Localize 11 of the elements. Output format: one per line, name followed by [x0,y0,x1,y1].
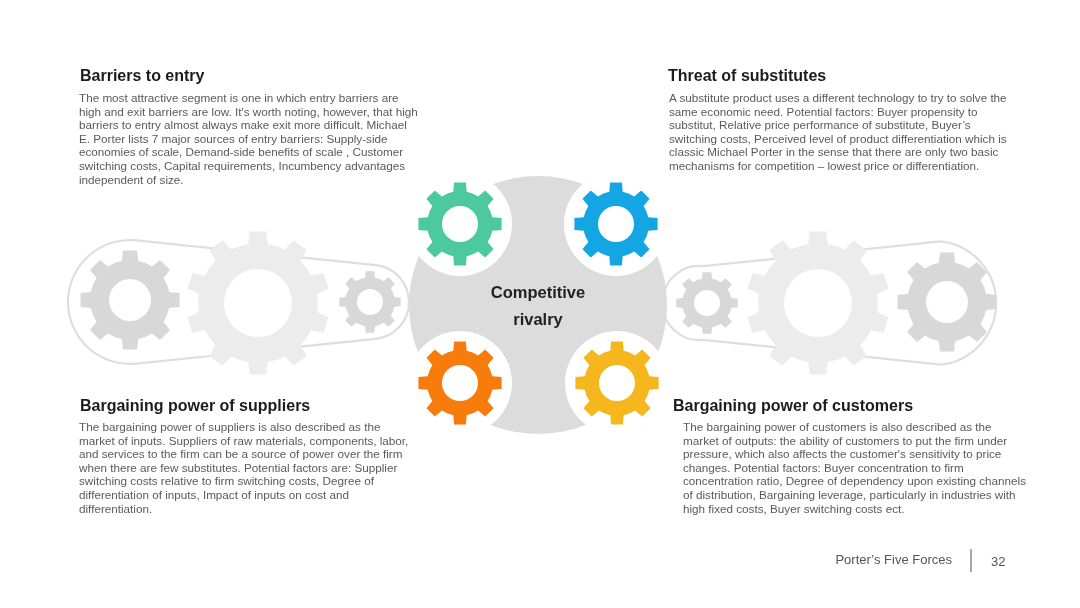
page-number: 32 [991,554,1006,570]
section-body: A substitute product uses a different technology to try to solve the same economic need. Potential factors: Buyer propensity to substitut, Relative price performance of substitute, Buyer’s switching costs, Perceived level of product differentiation which is classic Michael Porter in the sense that there are only two basic mechanisms for competition – lowest price or differentiation. [669,91,1008,173]
section-heading: Barriers to entry [80,66,205,86]
section-heading: Bargaining power of suppliers [80,396,311,416]
footer-title: Porter’s Five Forces [835,552,952,568]
section-heading: Threat of substitutes [668,66,827,86]
node-label: Competitive rivalry [490,282,586,330]
section-body: The most attractive segment is one in which entry barriers are high and exit barriers are low. It's worth noting, however, that high barriers to entry almost always make exit more difficult. Michael E. Porter lists 7 major sources of entry barriers: Supply-side economies of scale, Demand-side benefits of scale , Customer switching costs, Capital requirements, Incumbency advantages independent of size. [79,91,419,187]
section-body: The bargaining power of suppliers is also described as the market of inputs. Suppliers of raw materials, components, labor, and services to the firm can be a source of power over the firm when there are few substitutes. Potential factors are: Supplier switching costs relative to firm switching costs, Degree of differentiation of inputs, Impact of inputs on cost and differentiation. [79,420,410,516]
section-heading: Bargaining power of customers [673,396,914,416]
section-body: The bargaining power of customers is also described as the market of outputs: the ability of customers to put the firm under pressure, which also affects the customer's sensitivity to price changes. Potential factors: Buyer concentration to firm concentration ratio, Degree of dependency upon existing channels of distribution, Bargaining leverage, particularly in industries with high fixed costs, Buyer switching costs ect. [683,420,1028,516]
